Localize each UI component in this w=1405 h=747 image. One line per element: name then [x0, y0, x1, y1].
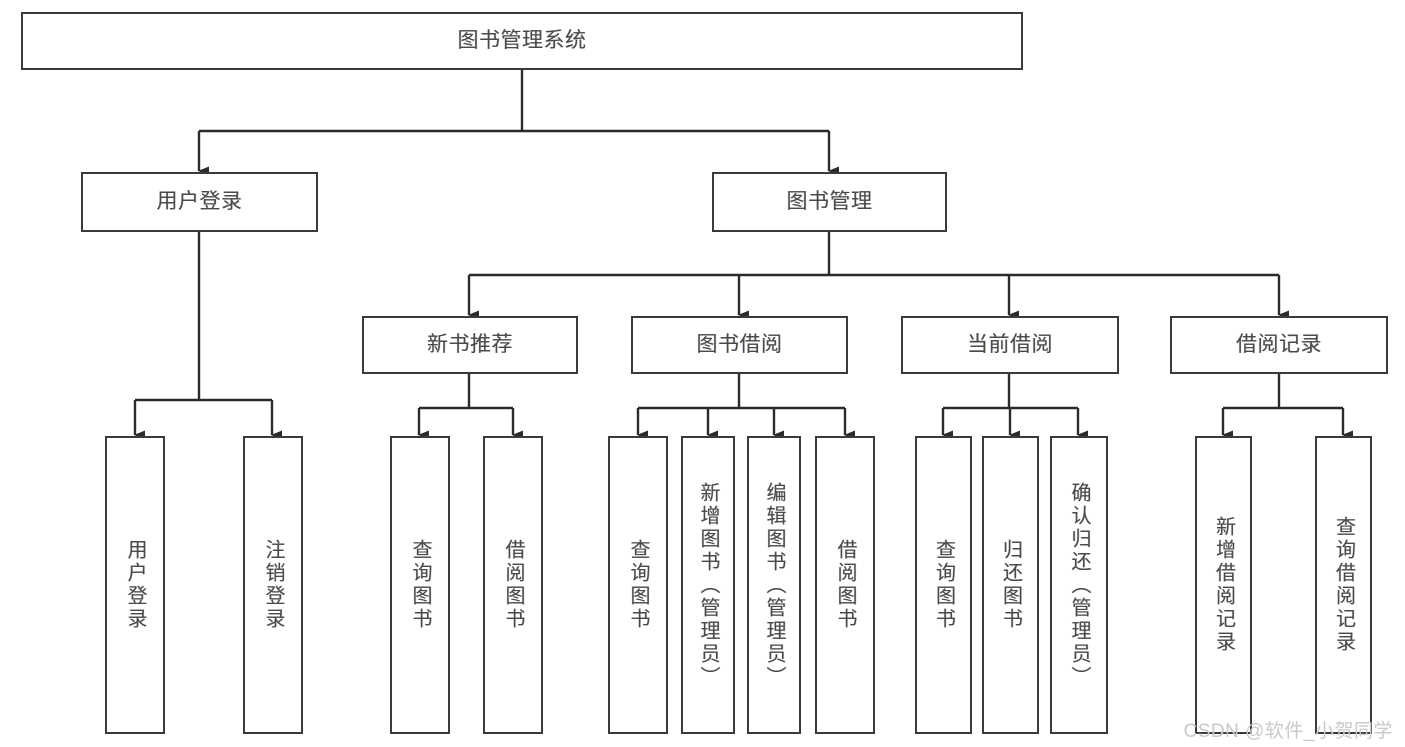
node-leaf-query-book-cur[interactable]: 查询图书 — [915, 436, 972, 734]
node-leaf-logout[interactable]: 注销登录 — [243, 436, 303, 734]
node-user-login[interactable]: 用户登录 — [81, 172, 318, 232]
node-label: 归还图书 — [999, 539, 1022, 631]
node-leaf-add-book[interactable]: 新增图书（管理员） — [681, 436, 735, 734]
node-label: 确认归还（管理员） — [1068, 481, 1090, 689]
node-label: 图书管理系统 — [457, 28, 587, 52]
node-label: 当前借阅 — [967, 332, 1053, 356]
node-leaf-confirm-return[interactable]: 确认归还（管理员） — [1050, 436, 1108, 734]
node-new-book-recommend[interactable]: 新书推荐 — [362, 316, 578, 374]
node-label: 编辑图书（管理员） — [763, 481, 785, 689]
node-borrow-record[interactable]: 借阅记录 — [1170, 316, 1388, 374]
node-leaf-return-book[interactable]: 归还图书 — [982, 436, 1039, 734]
node-leaf-query-book-bor[interactable]: 查询图书 — [608, 436, 668, 734]
node-leaf-query-record[interactable]: 查询借阅记录 — [1315, 436, 1372, 734]
node-label: 图书管理 — [786, 189, 873, 213]
node-leaf-edit-book[interactable]: 编辑图书（管理员） — [747, 436, 801, 734]
node-label: 借阅记录 — [1236, 332, 1322, 356]
node-label: 查询图书 — [627, 539, 649, 631]
node-label: 查询图书 — [932, 539, 955, 631]
node-label: 图书借阅 — [696, 332, 783, 356]
node-leaf-add-record[interactable]: 新增借阅记录 — [1195, 436, 1252, 734]
node-book-manage[interactable]: 图书管理 — [712, 172, 947, 232]
node-label: 新书推荐 — [427, 332, 513, 356]
node-label: 用户登录 — [156, 189, 243, 213]
node-label: 借阅图书 — [502, 539, 524, 631]
node-leaf-borrow-book-rec[interactable]: 借阅图书 — [483, 436, 543, 734]
node-current-borrow[interactable]: 当前借阅 — [901, 316, 1119, 374]
edge-paths — [133, 70, 1353, 440]
node-label: 用户登录 — [124, 539, 146, 631]
node-book-borrow[interactable]: 图书借阅 — [631, 316, 848, 374]
node-label: 新增借阅记录 — [1212, 516, 1235, 654]
node-label: 新增图书（管理员） — [697, 481, 719, 689]
node-leaf-borrow-book-bor[interactable]: 借阅图书 — [815, 436, 875, 734]
node-leaf-user-login[interactable]: 用户登录 — [105, 436, 165, 734]
node-label: 查询借阅记录 — [1332, 516, 1355, 654]
node-label: 注销登录 — [262, 539, 284, 631]
node-label: 查询图书 — [409, 539, 431, 631]
node-root[interactable]: 图书管理系统 — [21, 12, 1023, 70]
node-label: 借阅图书 — [834, 539, 856, 631]
node-leaf-query-book-rec[interactable]: 查询图书 — [390, 436, 450, 734]
